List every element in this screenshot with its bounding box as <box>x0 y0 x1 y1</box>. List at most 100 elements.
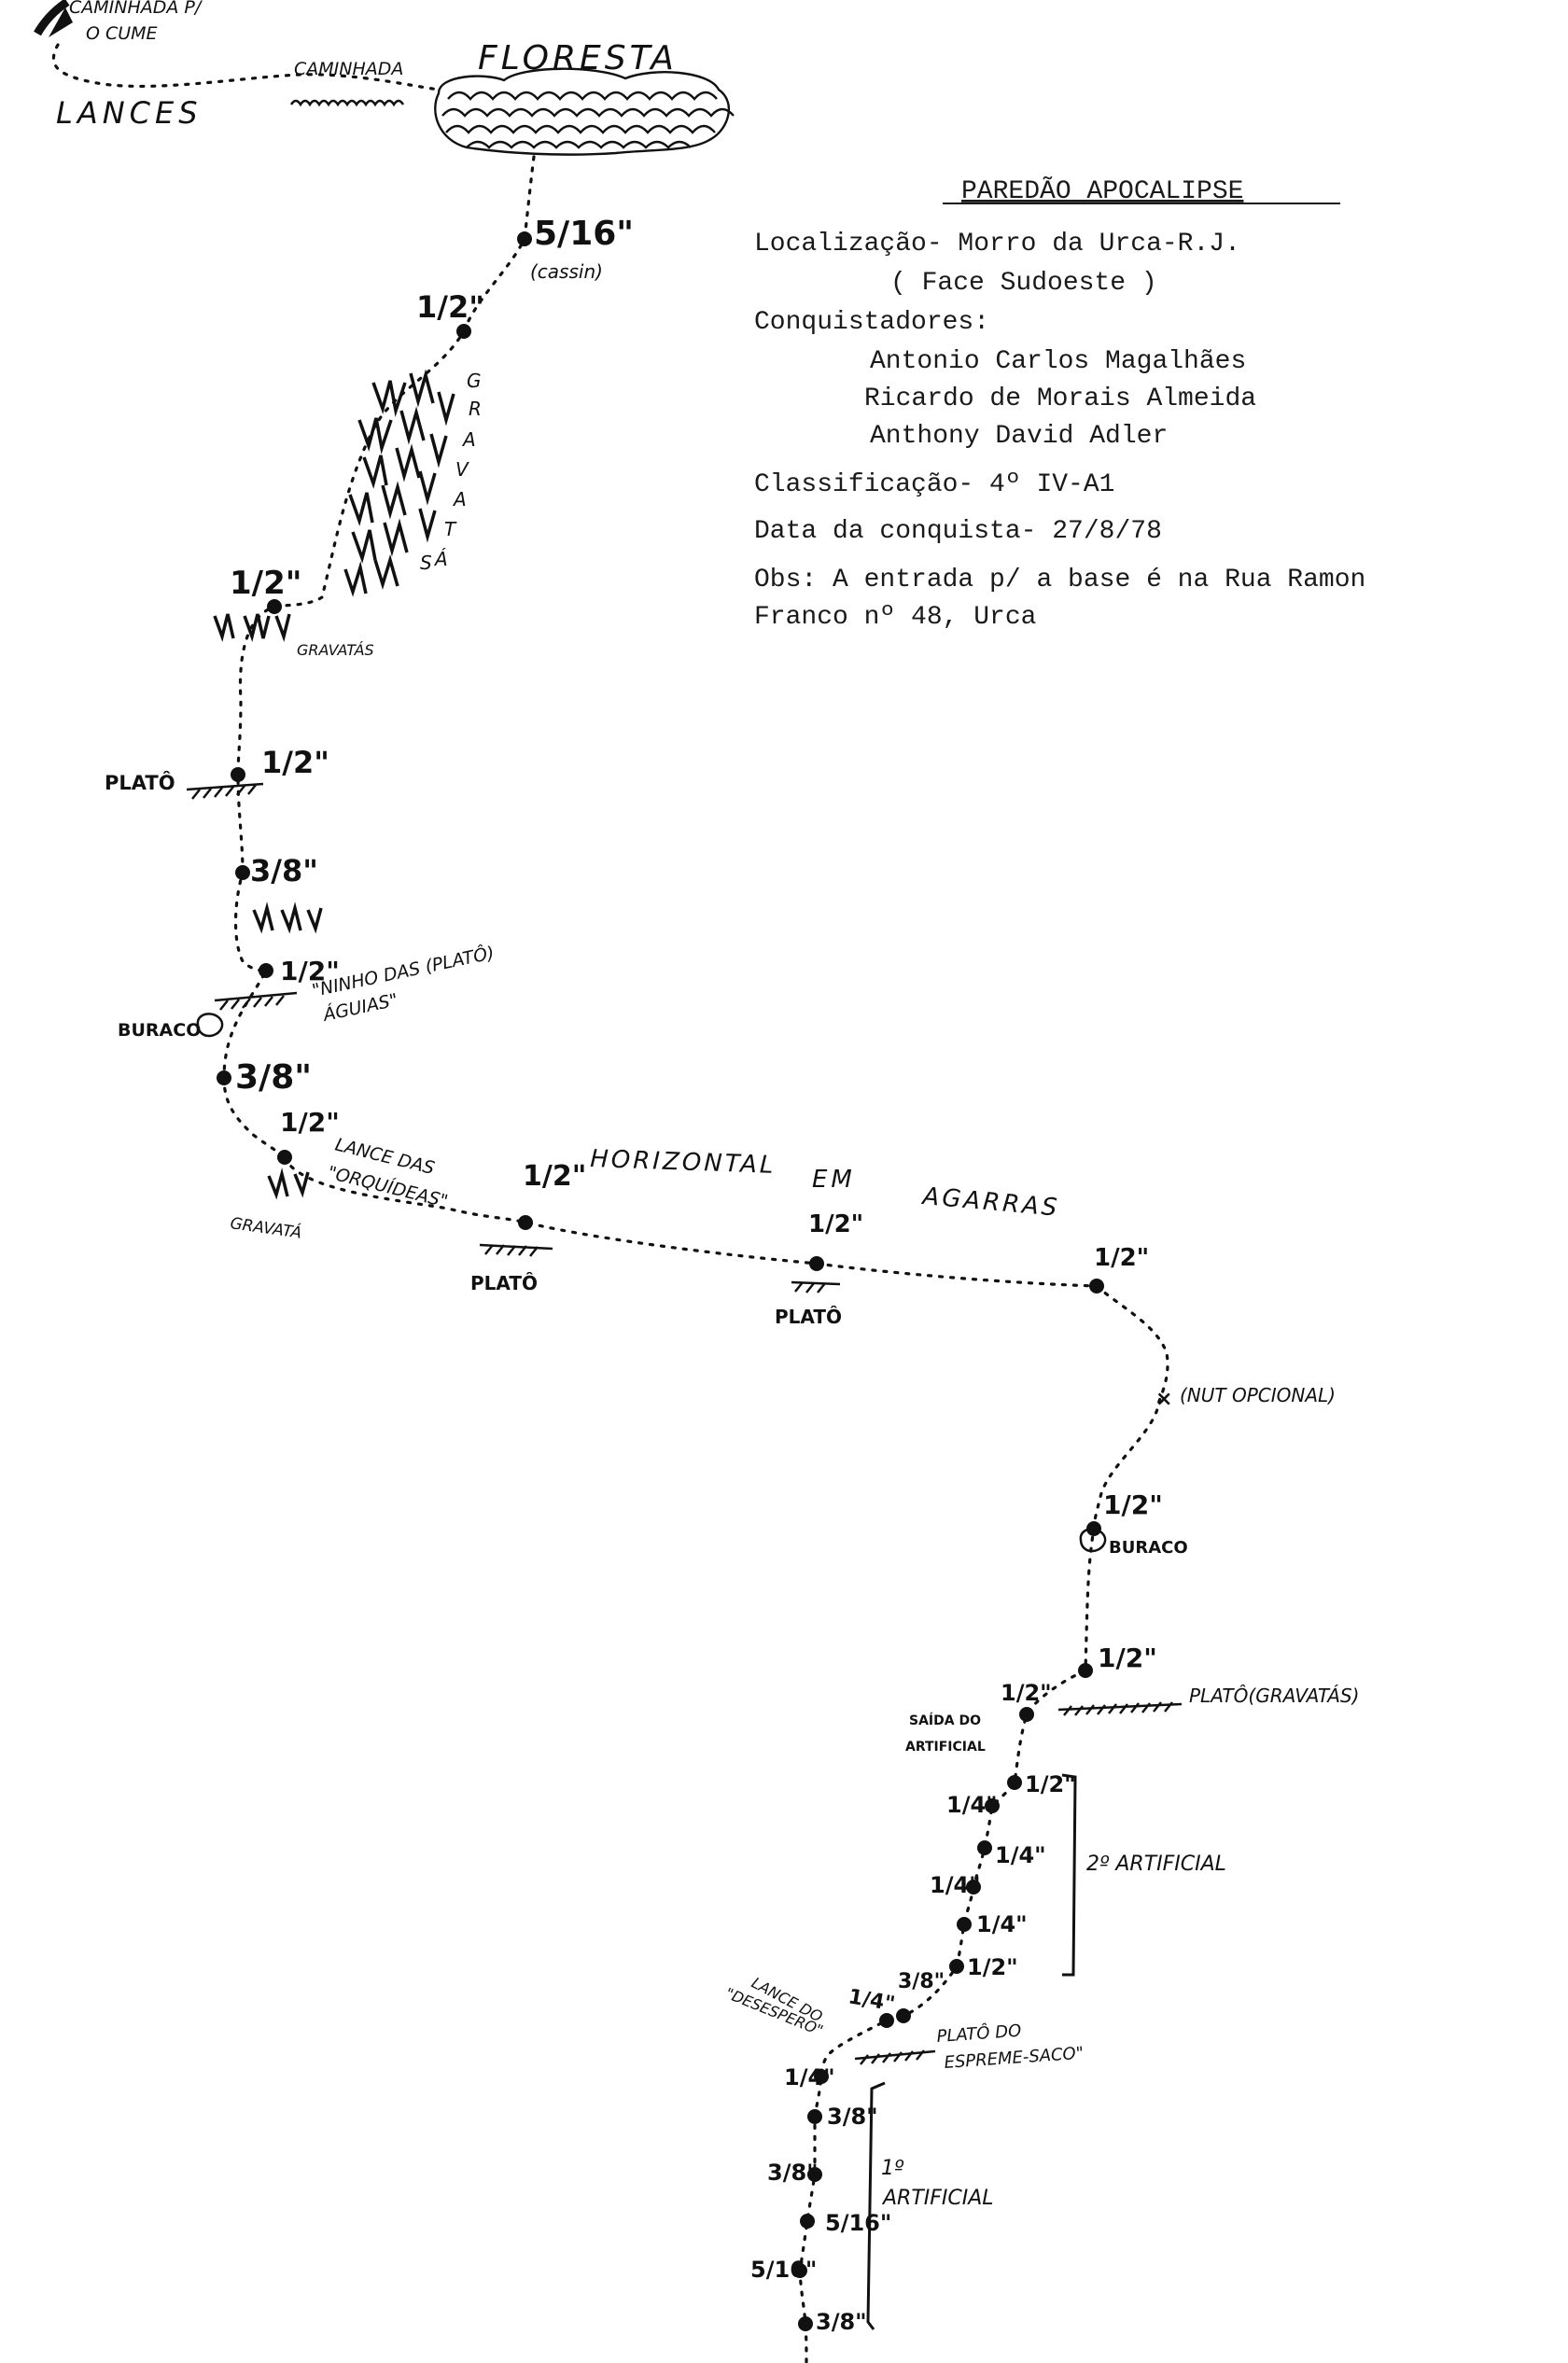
hole-icon-1 <box>196 1013 224 1038</box>
label-saida-2: ARTIFICIAL <box>905 1740 986 1755</box>
info-line-data: Data da conquista- 27/8/78 <box>754 517 1162 546</box>
info-line-classificacao: Classificação- 4º IV-A1 <box>754 470 1114 499</box>
bolt-label-4: 3/8" <box>250 853 318 888</box>
bolt-label-3: 1/2" <box>261 745 329 780</box>
bolt-dot-8 <box>518 1215 533 1230</box>
label-plato-espreme-2: ESPREME-SACO" <box>944 2044 1085 2073</box>
label-cume-1: CAMINHADA P/ <box>69 0 203 18</box>
bolt-label-20: 3/8" <box>898 1970 945 1993</box>
bolt-dot-3 <box>231 767 245 782</box>
label-gravatas-vertical: G R A V A T Á S <box>420 370 482 574</box>
info-line-conquistador-2: Ricardo de Morais Almeida <box>864 385 1256 413</box>
bromeliad-icon-2 <box>252 902 323 934</box>
svg-text:R: R <box>469 398 482 420</box>
bolt-label-6: 3/8" <box>235 1058 312 1097</box>
bolt-dot-26 <box>792 2263 807 2278</box>
bolt-dot-15 <box>985 1798 1000 1813</box>
trail-hatch <box>289 99 405 107</box>
bromeliad-cluster-icon <box>343 369 455 597</box>
bolt-label-22: 1/4" <box>784 2064 835 2090</box>
bolt-label-18: 1/4" <box>976 1911 1028 1937</box>
label-lances: LANCES <box>56 95 203 131</box>
bolt-dot-23 <box>807 2109 822 2124</box>
bolt-dot-18 <box>957 1917 972 1932</box>
svg-text:V: V <box>455 458 469 481</box>
label-cume-2: O CUME <box>86 23 158 44</box>
bolt-label-12: 1/2" <box>1098 1643 1157 1673</box>
nut-marker-icon: × <box>1155 1388 1172 1411</box>
bolt-dot-16 <box>977 1840 992 1855</box>
bolt-dot-25 <box>800 2214 815 2229</box>
bolt-label-14: 1/2" <box>1025 1771 1076 1797</box>
label-floresta: FLORESTA <box>478 39 678 77</box>
label-caminhada: CAMINHADA <box>294 59 403 79</box>
bolt-dot-17 <box>966 1880 981 1895</box>
bolt-label-19: 1/2" <box>967 1954 1018 1980</box>
svg-text:A: A <box>461 428 476 451</box>
bolt-label-16: 1/4" <box>995 1842 1046 1868</box>
svg-text:Á: Á <box>433 548 448 570</box>
bromeliad-icon-1 <box>213 613 291 642</box>
bolt-label-5: 1/2" <box>280 956 340 986</box>
ledge-icon-gravatas <box>1057 1701 1183 1716</box>
ledge-icon-ninho <box>214 991 298 1011</box>
label-gravatas-1: GRAVATÁS <box>297 641 374 659</box>
label-buraco-2: BURACO <box>1109 1538 1188 1558</box>
info-line-endereco: Franco nº 48, Urca <box>754 603 1036 632</box>
ledge-icon-2 <box>479 1243 553 1257</box>
label-1-artificial-1: 1º <box>881 2157 904 2180</box>
bolt-dot-13 <box>1019 1707 1034 1722</box>
label-plato-2: PLATÔ <box>470 1272 538 1294</box>
bolt-dot-19 <box>949 1959 964 1974</box>
bromeliad-icon-3 <box>267 1168 310 1200</box>
label-plato-1: PLATÔ <box>105 771 175 794</box>
bolt-dot-9 <box>809 1256 824 1271</box>
label-plato-gravatas: PLATÔ(GRAVATÁS) <box>1189 1685 1359 1707</box>
info-line-face: ( Face Sudoeste ) <box>890 269 1157 298</box>
bolt-label-26: 5/16" <box>750 2257 817 2283</box>
label-saida-1: SAÍDA DO <box>909 1713 981 1728</box>
bolt-label-7: 1/2" <box>280 1107 340 1138</box>
label-plato-3: PLATÔ <box>775 1306 842 1328</box>
bolt-dot-24 <box>807 2167 822 2182</box>
bolt-label-25: 5/16" <box>825 2210 891 2236</box>
route-title: PAREDÃO APOCALIPSE <box>961 176 1243 206</box>
label-nut-opcional: (NUT OPCIONAL) <box>1180 1384 1336 1406</box>
label-buraco-1: BURACO <box>118 1020 201 1041</box>
info-line-conquistadores: Conquistadores: <box>754 308 989 337</box>
bolt-label-27: 3/8" <box>816 2309 867 2335</box>
bracket-2-artificial <box>1061 1773 1077 1977</box>
svg-text:S: S <box>420 552 432 574</box>
summit-arrow-icon <box>34 0 73 37</box>
bolt-label-8: 1/2" <box>523 1160 586 1193</box>
svg-text:G: G <box>467 370 482 392</box>
label-1-artificial-2: ARTIFICIAL <box>881 2187 994 2210</box>
bolt-dot-4 <box>235 865 250 880</box>
bolt-label-11: 1/2" <box>1103 1489 1163 1520</box>
svg-text:A: A <box>452 488 467 510</box>
bolt-dot-20 <box>896 2008 911 2023</box>
forest-icon <box>434 67 735 156</box>
label-2-artificial: 2º ARTIFICIAL <box>1086 1853 1226 1876</box>
bolt-dot-1 <box>456 324 471 339</box>
bolt-dot-22 <box>814 2069 829 2084</box>
label-cassin: (cassin) <box>530 260 603 283</box>
bolt-label-17: 1/4" <box>930 1872 981 1898</box>
route-info-block: PAREDÃO APOCALIPSE Localização- Morro da… <box>754 176 1365 632</box>
bolt-dot-5 <box>259 963 273 978</box>
bolt-label-1: 1/2" <box>416 289 484 325</box>
bolt-label-5-16-cassin: 5/16" <box>534 215 634 253</box>
label-em: EM <box>812 1166 856 1194</box>
bolt-dot-0 <box>517 231 532 246</box>
bolt-dot-14 <box>1007 1775 1022 1790</box>
label-gravata-2: GRAVATÁ <box>229 1212 302 1243</box>
svg-text:T: T <box>444 518 457 540</box>
hole-icon-2 <box>1079 1528 1107 1553</box>
bolt-dot-7 <box>277 1150 292 1165</box>
bolt-label-2: 1/2" <box>230 565 301 602</box>
info-line-obs: Obs: A entrada p/ a base é na Rua Ramon <box>754 566 1365 594</box>
bolt-dot-6 <box>217 1070 231 1085</box>
bolt-label-10: 1/2" <box>1094 1244 1149 1272</box>
bolt-dot-21 <box>879 2013 894 2028</box>
